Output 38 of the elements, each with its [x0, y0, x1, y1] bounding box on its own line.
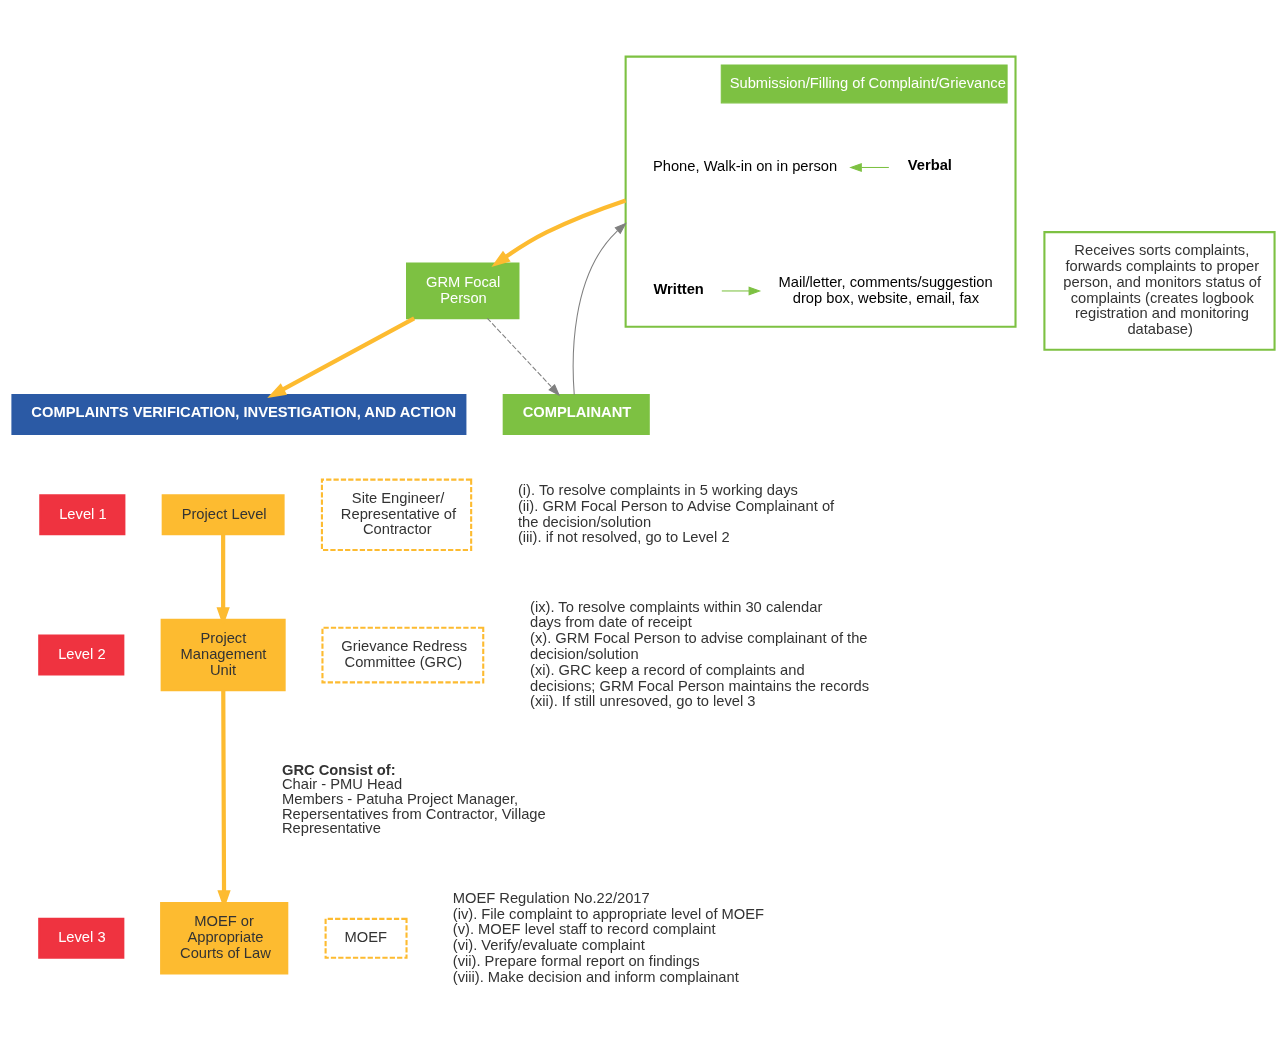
- node-label: (i). To resolve complaints in 5 working days: [517, 481, 798, 498]
- node-label: (vi). Verify/evaluate complaint: [452, 936, 645, 953]
- node-text: Verbal: [907, 156, 952, 173]
- arrow: [572, 221, 627, 395]
- node-box: Project Level: [161, 493, 285, 535]
- label: GRC Consist of:: [282, 761, 396, 778]
- arrow: [267, 316, 416, 398]
- node-box: Level 1: [39, 493, 126, 535]
- node-label: (viii). Make decision and inform complainant: [452, 968, 739, 985]
- node-label: (ii). GRM Focal Person to Advise Complainant of the decision/solution: [517, 497, 835, 530]
- node-box: Project Management Unit: [160, 618, 286, 691]
- node-text: Phone, Walk-in on in person: [652, 157, 838, 174]
- arrow: [486, 317, 561, 396]
- node-label: (iii). if not resolved, go to Level 2: [517, 528, 730, 545]
- node-box: Level 3: [38, 917, 125, 959]
- node-label: (x). GRM Focal Person to advise complainant of the decision/solution: [530, 629, 868, 662]
- node-text: Mail/letter, comments/suggestion drop box, website, email, fax: [778, 273, 993, 306]
- node-label: (iv). File complaint to appropriate level of MOEF: [452, 905, 765, 922]
- node-label: (xi). GRC keep a record of complaints and decisions; GRM Focal Person maintains the records: [530, 661, 870, 693]
- label: Chair - PMU Head: [282, 775, 403, 792]
- arrow: [721, 286, 762, 295]
- node-label: (vii). Prepare formal report on findings: [452, 952, 700, 969]
- node-label: MOEF Regulation No.22/2017: [452, 889, 650, 906]
- node-box: Grievance Redress Committee (GRC): [321, 626, 485, 683]
- node-box: MOEF or Appropriate Courts of Law: [160, 901, 289, 975]
- node-box: COMPLAINTS VERIFICATION, INVESTIGATION, AND ACTION: [11, 393, 467, 435]
- label: Members - Patuha Project Manager, Repersentatives from Contractor, Village Representative: [282, 790, 546, 836]
- node-box: COMPLAINANT: [502, 393, 650, 435]
- node-box: MOEF: [324, 917, 408, 959]
- arrow: [491, 197, 627, 267]
- node-box: Receives sorts complaints, forwards complaints to proper person, and monitors status of complaints (creates logbook registration and monitoring database): [1043, 230, 1276, 351]
- node-box: GRM Focal Person: [406, 262, 520, 319]
- node-label: (ix). To resolve complaints within 30 calendar days from date of receipt: [530, 598, 823, 630]
- arrow: [849, 162, 890, 172]
- node-label: (xii). If still unresoved, go to level 3: [530, 692, 756, 709]
- node-box: Site Engineer/ Representative of Contractor: [320, 478, 473, 551]
- node-box: Level 2: [38, 634, 125, 676]
- node-text: Written: [653, 280, 704, 297]
